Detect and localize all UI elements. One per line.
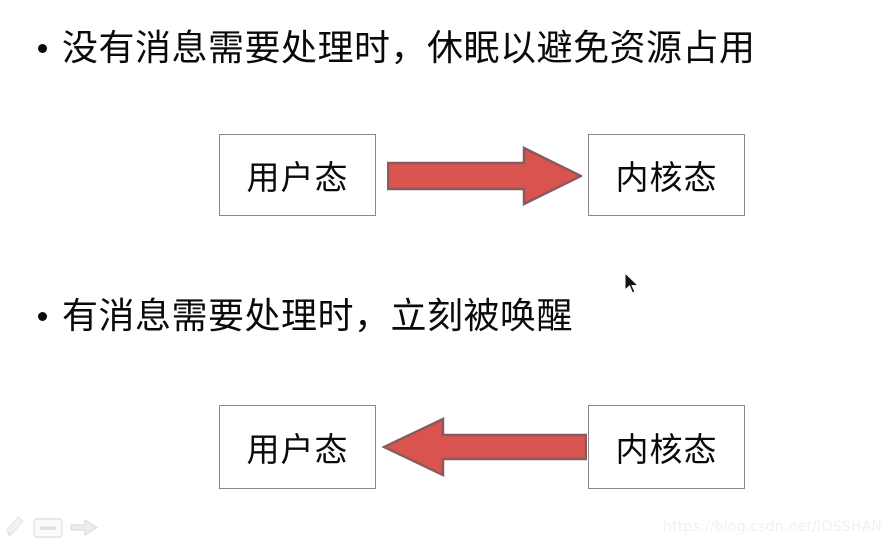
pointer-arrow-icon[interactable] (70, 518, 98, 542)
state-box-kernel-mode-2: 内核态 (588, 405, 745, 489)
bullet-dot-icon (38, 312, 47, 322)
bullet-item-2: 有消息需要处理时，立刻被唤醒 (38, 298, 573, 336)
watermark-text: https://blog.csdn.net/IOSSHAN (662, 519, 882, 535)
whiteboard-icon[interactable] (33, 518, 63, 542)
state-box-label: 内核态 (615, 430, 718, 469)
bullet-text-1: 没有消息需要处理时，休眠以避免资源占用 (62, 28, 756, 69)
state-box-user-mode-2: 用户态 (219, 405, 376, 489)
arrow-left-icon (382, 416, 587, 478)
diagram-user-to-kernel: 用户态 内核态 (219, 134, 745, 218)
diagram-kernel-to-user: 用户态 内核态 (219, 405, 745, 489)
bullet-text-2: 有消息需要处理时，立刻被唤醒 (62, 296, 574, 337)
bullet-item-1: 没有消息需要处理时，休眠以避免资源占用 (38, 30, 756, 68)
state-box-kernel-mode-1: 内核态 (588, 134, 745, 216)
pen-icon[interactable] (6, 514, 26, 542)
presenter-toolbar[interactable] (6, 514, 98, 542)
state-box-user-mode-1: 用户态 (219, 134, 376, 216)
state-box-label: 用户态 (246, 430, 349, 469)
arrow-right-icon (387, 145, 582, 207)
bullet-dot-icon (38, 44, 47, 54)
mouse-pointer-icon (624, 271, 640, 296)
state-box-label: 用户态 (246, 158, 349, 197)
state-box-label: 内核态 (615, 158, 718, 197)
